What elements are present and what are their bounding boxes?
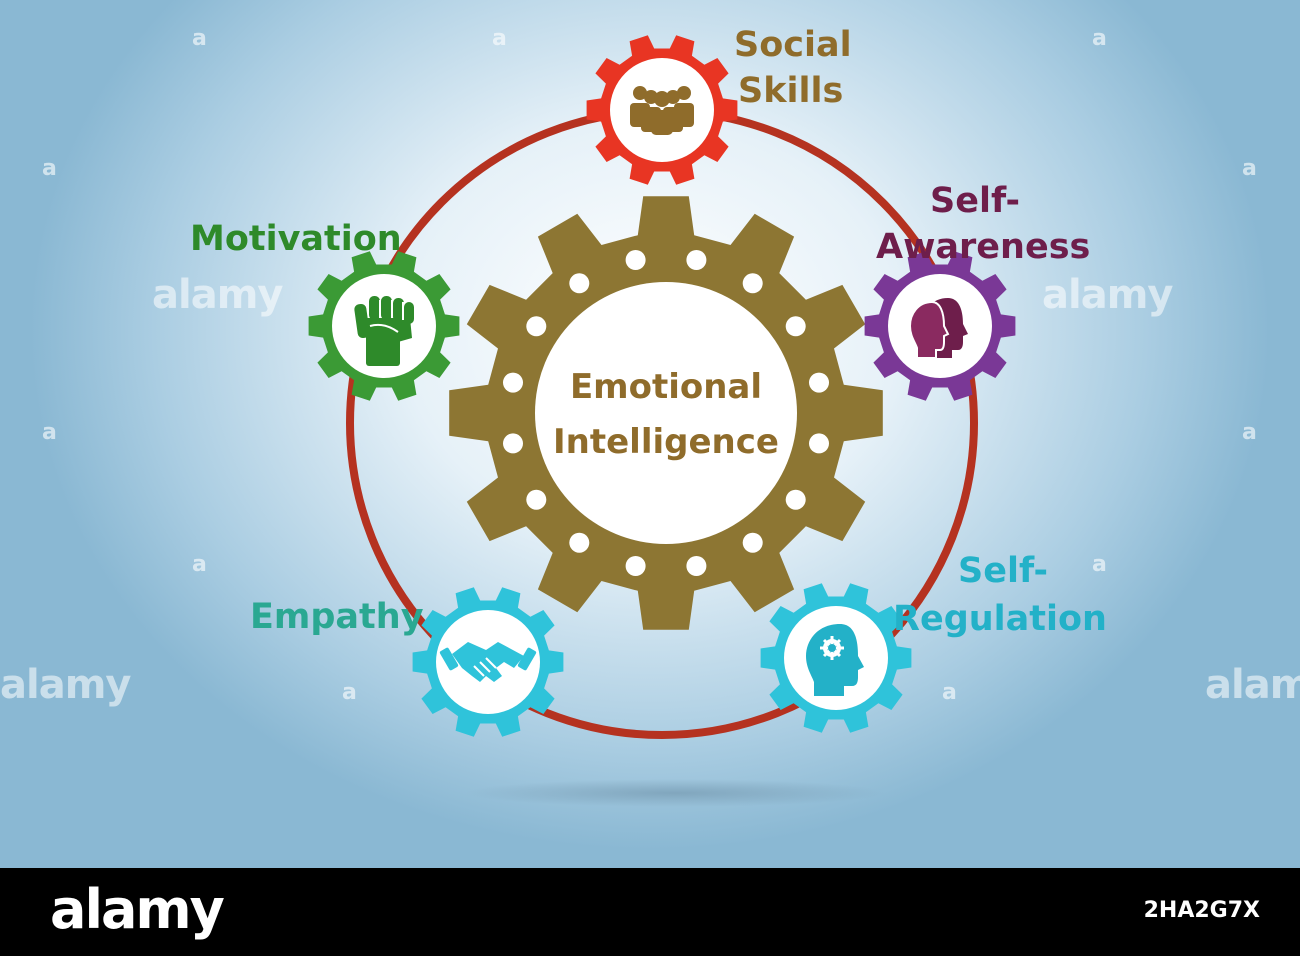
watermark-glyph: a bbox=[1242, 156, 1257, 181]
people-group-icon bbox=[630, 86, 694, 135]
main-gear-hole bbox=[526, 316, 547, 337]
social-skills-label-line2: Skills bbox=[738, 71, 843, 111]
main-gear-hole bbox=[503, 372, 523, 393]
floor-shadow bbox=[465, 779, 885, 807]
watermark-glyph: a bbox=[342, 680, 357, 705]
main-gear-hole bbox=[809, 433, 829, 454]
watermark-text: alamy bbox=[1042, 272, 1173, 318]
watermark-text: alamy bbox=[0, 662, 131, 708]
illustration-background: alamy alamy alamy alamy a a a a a a a a … bbox=[0, 0, 1300, 868]
main-gear-hole bbox=[503, 433, 523, 454]
emotional-intelligence-diagram: Emotional Intelligence bbox=[190, 25, 1107, 807]
main-gear-hole bbox=[526, 489, 547, 510]
main-gear-hole bbox=[625, 250, 646, 270]
main-gear-hole bbox=[569, 273, 590, 294]
footer-brand-logo: alamy bbox=[50, 878, 225, 941]
main-gear-hole bbox=[809, 372, 829, 393]
main-gear-hole bbox=[625, 556, 646, 576]
main-gear-center bbox=[535, 282, 797, 544]
raised-fist-icon bbox=[354, 296, 414, 366]
watermark-text: alamy bbox=[1205, 662, 1300, 708]
watermark-glyph: a bbox=[42, 420, 57, 445]
watermark-glyph: a bbox=[42, 156, 57, 181]
watermark-text: alamy bbox=[152, 272, 283, 318]
footer-image-id: 2HA2G7X bbox=[1143, 898, 1260, 923]
watermark-glyph: a bbox=[1092, 552, 1107, 577]
self-awareness-label-line1: Self- bbox=[930, 181, 1020, 221]
watermark-glyph: a bbox=[1092, 26, 1107, 51]
head-with-gear-icon bbox=[806, 624, 864, 696]
main-gear-hole bbox=[686, 556, 707, 576]
watermark-glyph: a bbox=[492, 26, 507, 51]
stock-footer-bar: alamy 2HA2G7X bbox=[0, 868, 1300, 956]
center-title-line2: Intelligence bbox=[553, 422, 779, 462]
watermark-glyph: a bbox=[1242, 420, 1257, 445]
main-gear-holes bbox=[503, 250, 829, 576]
main-gear-hole bbox=[742, 532, 763, 553]
social-skills-label-line1: Social bbox=[734, 25, 852, 65]
two-heads-icon bbox=[908, 298, 968, 359]
main-gear-hole bbox=[785, 316, 806, 337]
self-regulation-label-line1: Self- bbox=[958, 551, 1048, 591]
motivation-label: Motivation bbox=[190, 219, 402, 259]
main-gear-hole bbox=[569, 532, 590, 553]
handshake-icon bbox=[439, 642, 537, 682]
self-regulation-label-line2: Regulation bbox=[893, 599, 1107, 639]
main-gear-hole bbox=[742, 273, 763, 294]
main-gear-hole bbox=[785, 489, 806, 510]
empathy-label: Empathy bbox=[250, 597, 424, 637]
watermark-glyph: a bbox=[192, 552, 207, 577]
main-gear-hole bbox=[686, 250, 707, 270]
center-title-line1: Emotional bbox=[570, 367, 762, 407]
watermark-glyph: a bbox=[192, 26, 207, 51]
watermark-glyph: a bbox=[942, 680, 957, 705]
self-awareness-label-line2: Awareness bbox=[876, 227, 1090, 267]
